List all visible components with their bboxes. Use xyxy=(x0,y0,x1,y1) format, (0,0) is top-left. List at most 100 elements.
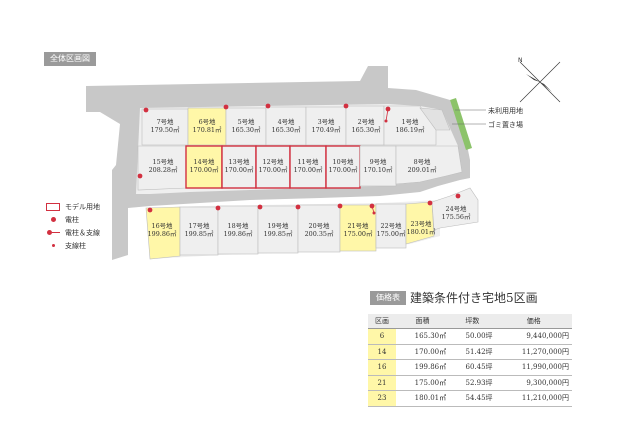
lot-label: 20号地 xyxy=(309,221,331,230)
lot-label: 21号地 xyxy=(348,221,370,230)
table-row: 14 170.00㎡ 51.42坪 11,270,000円 xyxy=(368,344,572,360)
lot-area: 170.00㎡ xyxy=(190,165,219,174)
price-table-title: 建築条件付き宅地5区画 xyxy=(410,291,538,305)
lot-area: 165.30㎡ xyxy=(272,125,301,134)
lot-label: 6号地 xyxy=(199,117,216,126)
lot-area: 199.86㎡ xyxy=(224,229,253,238)
lot-area: 209.01㎡ xyxy=(408,165,437,174)
lot-area: 180.01㎡ xyxy=(407,227,436,236)
table-row: 6 165.30㎡ 50.00坪 9,440,000円 xyxy=(368,328,572,345)
lot-label: 19号地 xyxy=(268,221,290,230)
lot-17 xyxy=(179,206,219,256)
lot-label: 11号地 xyxy=(298,157,320,166)
lot-area: 186.19㎡ xyxy=(396,125,425,134)
legend-model: モデル用地 xyxy=(46,200,100,213)
lot-10 xyxy=(325,145,361,189)
lot-8 xyxy=(395,145,463,185)
pole-icon xyxy=(337,203,343,209)
legend-pole: 電柱 xyxy=(46,213,100,226)
lot-area: 199.86㎡ xyxy=(148,229,177,238)
lot-22 xyxy=(375,203,407,249)
pole-icon xyxy=(143,107,149,113)
pole-icon xyxy=(147,207,153,213)
lot-area: 170.00㎡ xyxy=(329,165,358,174)
lot-area: 170.49㎡ xyxy=(312,125,341,134)
lot-3 xyxy=(305,106,347,146)
lot-label: 1号地 xyxy=(402,117,419,126)
lot-5 xyxy=(225,107,267,146)
legend: モデル用地 電柱 電柱＆支線 支線柱 xyxy=(46,200,100,252)
lot-6 xyxy=(187,107,227,146)
lot-4 xyxy=(265,106,307,146)
lot-label: 17号地 xyxy=(189,221,211,230)
lot-area: 165.30㎡ xyxy=(232,125,261,134)
lot-19 xyxy=(257,205,299,254)
lot-14 xyxy=(185,145,223,189)
lot-area: 175.00㎡ xyxy=(377,229,406,238)
lot-label: 12号地 xyxy=(263,157,285,166)
lot-16 xyxy=(145,206,181,260)
pole-icon xyxy=(215,205,221,211)
lot-area: 199.85㎡ xyxy=(185,229,214,238)
lot-20 xyxy=(297,204,341,253)
trash-label: ゴミ置き場 xyxy=(488,121,523,129)
lot-label: 15号地 xyxy=(153,157,175,166)
pole-icon xyxy=(137,173,143,179)
lot-label: 23号地 xyxy=(411,219,433,228)
lot-1 xyxy=(383,105,437,146)
lot-area: 170.00㎡ xyxy=(259,165,288,174)
lot-area: 199.85㎡ xyxy=(264,229,293,238)
table-row: 16 199.86㎡ 60.45坪 11,990,000円 xyxy=(368,359,572,376)
lot-area: 170.00㎡ xyxy=(294,165,323,174)
price-table: 区画 面積 坪数 価格 6 165.30㎡ 50.00坪 9,440,000円 … xyxy=(368,314,572,407)
lot-label: 9号地 xyxy=(370,157,387,166)
lot-label: 10号地 xyxy=(333,157,355,166)
lot-label: 16号地 xyxy=(152,221,174,230)
lot-label: 13号地 xyxy=(229,157,251,166)
lot-label: 7号地 xyxy=(157,117,174,126)
model-swatch-icon xyxy=(46,202,60,211)
pole-icon xyxy=(223,104,229,110)
price-table-tag: 価格表 xyxy=(370,291,406,305)
table-row: 23 180.01㎡ 54.45坪 11,210,000円 xyxy=(368,390,572,407)
north-arrow-icon: N xyxy=(518,57,561,103)
lot-label: 24号地 xyxy=(446,204,468,213)
undeveloped-label: 未利用用地 xyxy=(488,107,523,115)
lot-9 xyxy=(359,145,397,187)
lot-area: 170.81㎡ xyxy=(193,125,222,134)
pole-guy-icon xyxy=(46,229,60,236)
map-title-tag: 全体区画図 xyxy=(44,52,96,66)
lot-13 xyxy=(221,145,257,189)
lot-area: 175.56㎡ xyxy=(442,212,471,221)
lot-24 xyxy=(431,187,479,231)
table-row: 21 175.00㎡ 52.93坪 9,300,000円 xyxy=(368,375,572,391)
lot-label: 8号地 xyxy=(414,157,431,166)
lot-12 xyxy=(255,145,291,189)
pole-icon xyxy=(455,193,461,199)
lot-label: 5号地 xyxy=(238,117,255,126)
legend-guy-pole: 支線柱 xyxy=(46,239,100,252)
guy-pole-icon xyxy=(52,244,55,247)
lot-label: 18号地 xyxy=(228,221,250,230)
legend-pole-guy: 電柱＆支線 xyxy=(46,226,100,239)
trash-area xyxy=(419,107,451,131)
lot-area: 170.00㎡ xyxy=(225,165,254,174)
lot-label: 2号地 xyxy=(358,117,375,126)
lot-label: 3号地 xyxy=(318,117,335,126)
pole-icon xyxy=(427,200,433,206)
pole-icon xyxy=(257,204,263,210)
header-tsubo: 坪数 xyxy=(449,314,496,329)
lot-2 xyxy=(345,105,385,146)
header-price: 価格 xyxy=(495,314,572,329)
lot-23 xyxy=(405,201,435,245)
lot-label: 14号地 xyxy=(194,157,216,166)
header-lot: 区画 xyxy=(368,314,396,329)
lot-area: 175.00㎡ xyxy=(344,229,373,238)
lot-21 xyxy=(339,204,377,252)
lot-7 xyxy=(141,108,189,146)
lot-area: 179.50㎡ xyxy=(151,125,180,134)
pole-icon xyxy=(295,204,301,210)
lot-area: 170.10㎡ xyxy=(364,165,393,174)
lot-area: 208.28㎡ xyxy=(149,165,178,174)
